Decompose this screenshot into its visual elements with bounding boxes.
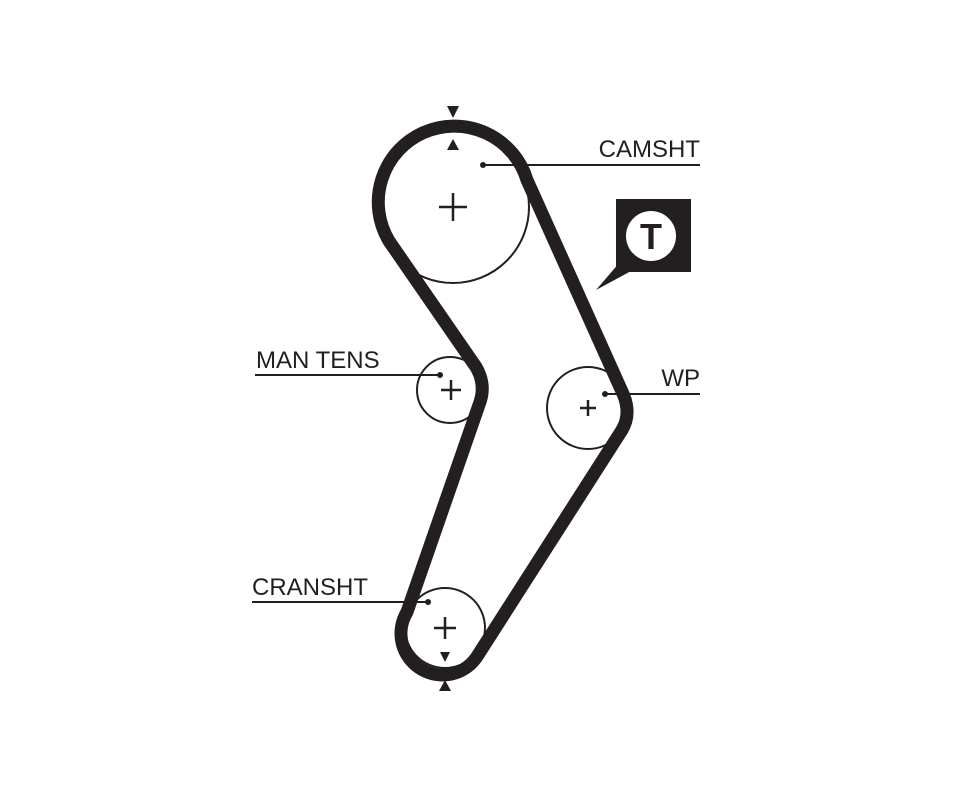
tensioner-badge-letter: T: [640, 216, 662, 257]
crankshaft-center-mark: [434, 617, 456, 639]
water-pump-center-mark: [580, 400, 596, 416]
camshaft-timing-mark-outer-triangle-icon: [447, 106, 459, 118]
crankshaft-label: CRANSHT: [252, 574, 368, 601]
timing-belt: [371, 119, 634, 682]
manual-tensioner-label: MAN TENS: [256, 347, 380, 374]
manual-tensioner-center-mark: [441, 380, 461, 400]
camshaft-center-mark: [439, 193, 467, 221]
camshaft-leader: [480, 162, 700, 168]
camshaft-timing-mark-inner-triangle-icon: [447, 139, 459, 150]
manual-tensioner-leader: [255, 372, 443, 378]
crankshaft-timing-mark-outer-triangle-icon: [439, 680, 451, 691]
water-pump-label: WP: [661, 365, 700, 392]
camshaft-label: CAMSHT: [599, 136, 701, 163]
tensioner-badge-icon: T: [596, 199, 691, 290]
water-pump-leader: [602, 391, 700, 397]
crankshaft-leader: [252, 599, 431, 605]
crankshaft-timing-mark-inner-triangle-icon: [440, 652, 450, 662]
